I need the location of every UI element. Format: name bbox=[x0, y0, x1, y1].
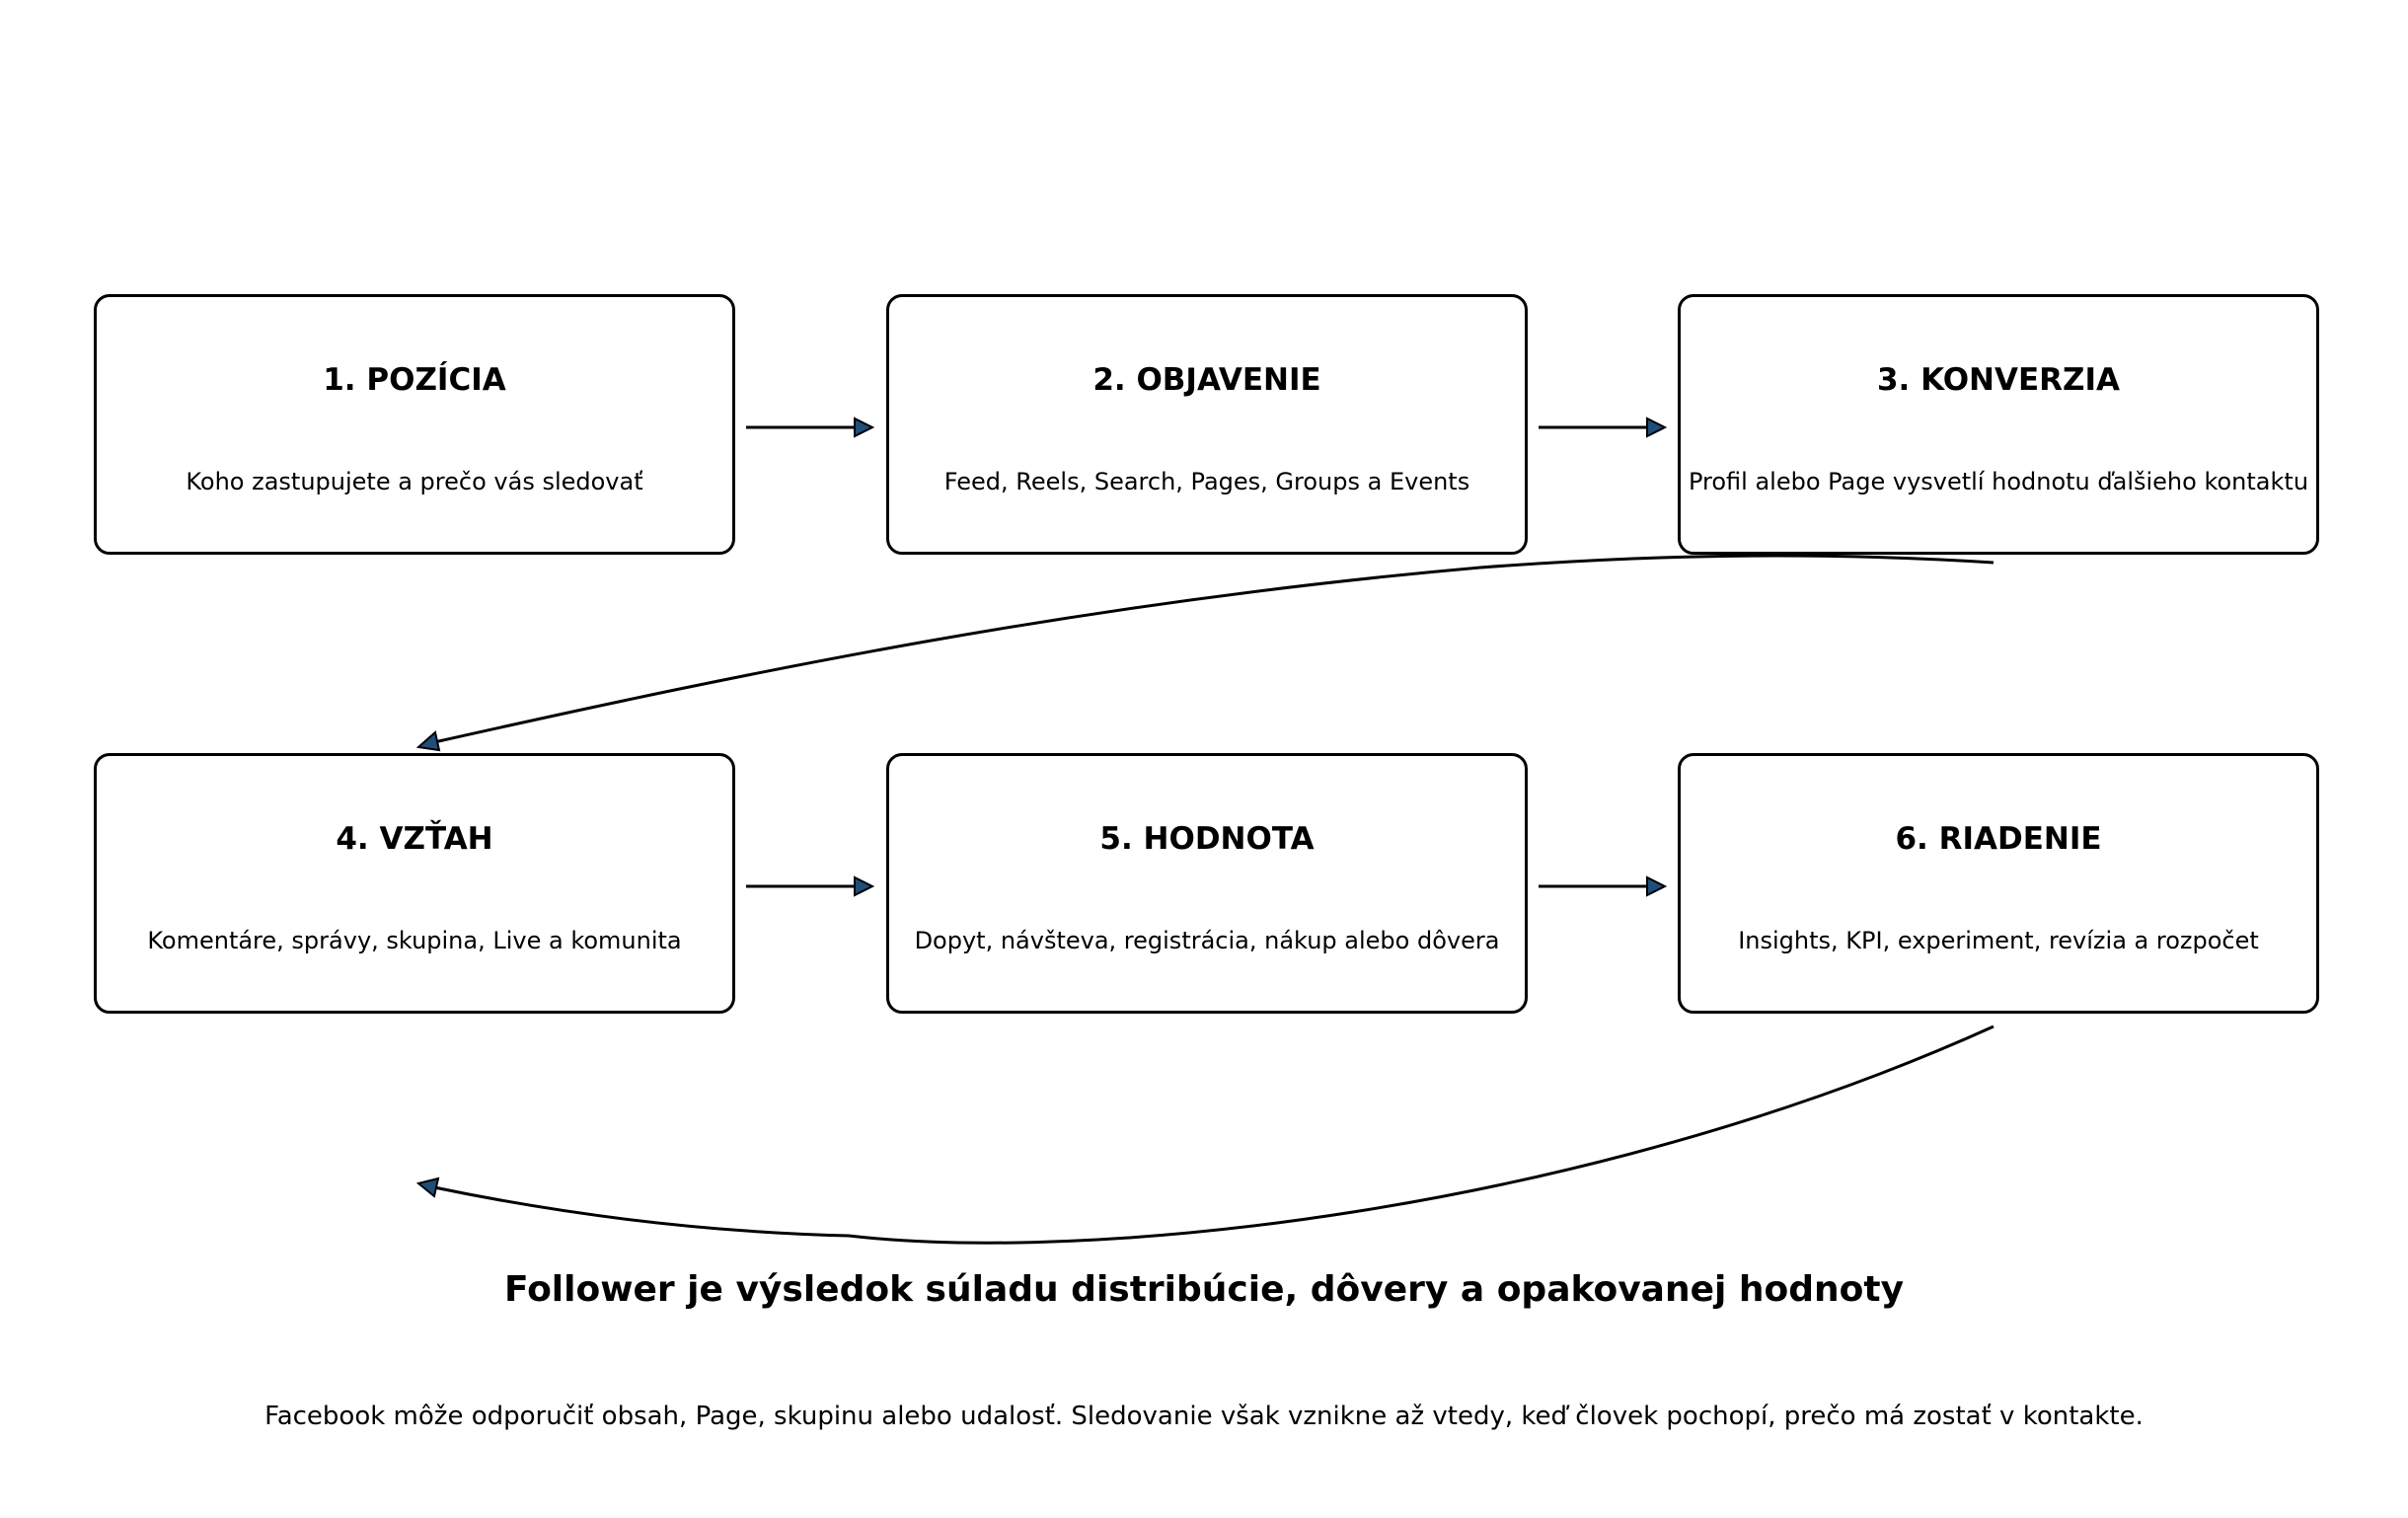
step-title: 5. HODNOTA bbox=[1099, 821, 1315, 857]
step-box-riadenie: 6. RIADENIE Insights, KPI, experiment, r… bbox=[1678, 753, 2319, 1014]
arrow-3-to-4 bbox=[415, 554, 1994, 752]
step-box-objavenie: 2. OBJAVENIE Feed, Reels, Search, Pages,… bbox=[886, 294, 1528, 555]
step-box-hodnota: 5. HODNOTA Dopyt, návšteva, registrácia,… bbox=[886, 753, 1528, 1014]
arrow-1-to-2 bbox=[746, 417, 875, 438]
step-description: Profil alebo Page vysvetlí hodnotu ďalši… bbox=[1688, 468, 2309, 495]
step-title: 2. OBJAVENIE bbox=[1092, 362, 1321, 398]
step-description: Komentáre, správy, skupina, Live a komun… bbox=[147, 927, 682, 954]
step-box-pozicia: 1. POZÍCIA Koho zastupujete a prečo vás … bbox=[94, 294, 735, 555]
step-description: Dopyt, návšteva, registrácia, nákup aleb… bbox=[914, 927, 1500, 954]
arrow-2-to-3 bbox=[1539, 417, 1668, 438]
step-title: 1. POZÍCIA bbox=[323, 362, 506, 398]
arrow-4-to-5 bbox=[746, 875, 875, 897]
step-box-vztah: 4. VZŤAH Komentáre, správy, skupina, Liv… bbox=[94, 753, 735, 1014]
step-title: 4. VZŤAH bbox=[336, 821, 493, 857]
step-description: Koho zastupujete a prečo vás sledovať bbox=[186, 468, 643, 495]
summary-heading: Follower je výsledok súladu distribúcie,… bbox=[503, 1269, 1905, 1310]
arrow-6-loop bbox=[415, 1025, 1994, 1245]
step-box-konverzia: 3. KONVERZIA Profil alebo Page vysvetlí … bbox=[1678, 294, 2319, 555]
step-title: 6. RIADENIE bbox=[1895, 821, 2102, 857]
step-description: Insights, KPI, experiment, revízia a roz… bbox=[1738, 927, 2259, 954]
step-description: Feed, Reels, Search, Pages, Groups a Eve… bbox=[943, 468, 1470, 495]
arrow-5-to-6 bbox=[1539, 875, 1668, 897]
step-title: 3. KONVERZIA bbox=[1876, 362, 2121, 398]
summary-text: Facebook môže odporučiť obsah, Page, sku… bbox=[264, 1402, 2144, 1431]
